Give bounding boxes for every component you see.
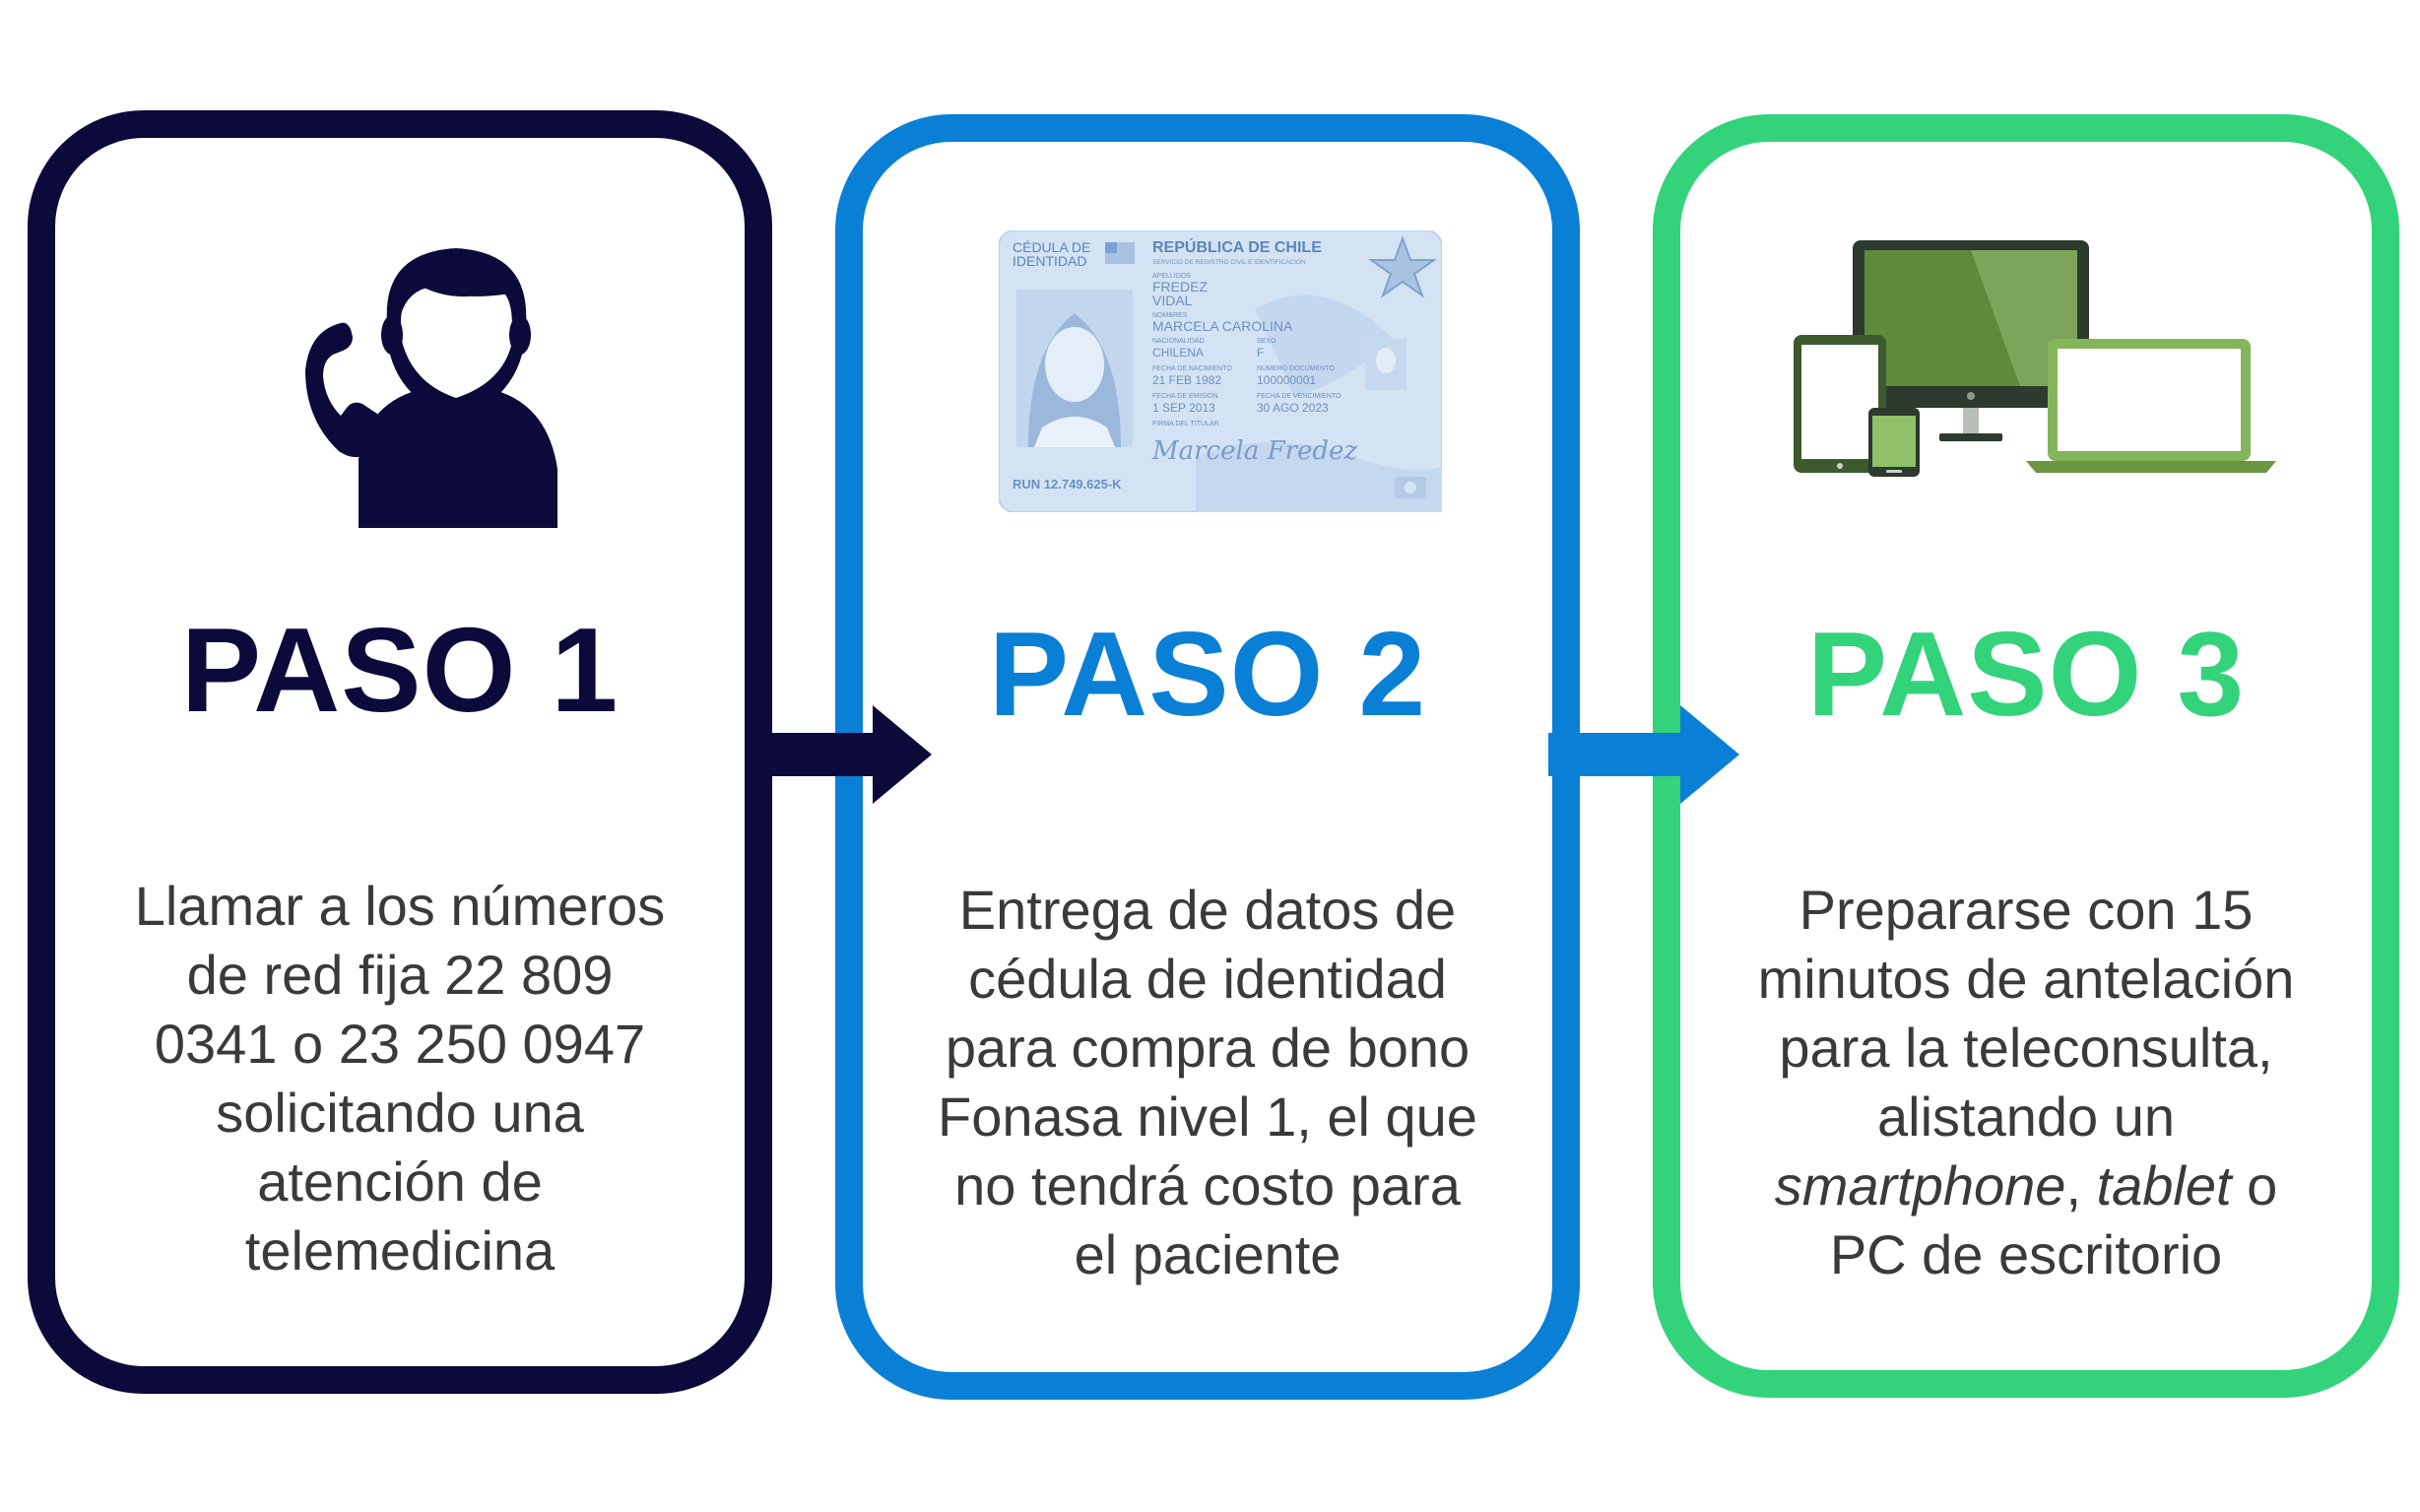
id-label: FECHA DE EMISIÓN xyxy=(1152,391,1218,400)
step-2-line: Entrega de datos de xyxy=(958,879,1457,941)
id-agency: SERVICIO DE REGISTRO CIVIL E IDENTIFICAC… xyxy=(1152,257,1306,266)
id-label: NOMBRES xyxy=(1152,312,1188,319)
step-3-line: smartphone, tablet o xyxy=(1775,1154,2278,1216)
separator-text: , xyxy=(2065,1154,2097,1216)
step-3-title: PASO 3 xyxy=(1806,607,2246,741)
step-3-line: Prepararse con 15 xyxy=(1799,879,2254,941)
arrow-step1-to-step2 xyxy=(745,705,932,804)
step-1-line: Llamar a los números xyxy=(134,875,666,937)
conjunction-text: o xyxy=(2231,1154,2278,1216)
step-3-description: Prepararse con 15 minutos de antelación … xyxy=(1704,876,2348,1289)
id-label: FECHA DE NACIMIENTO xyxy=(1152,365,1232,372)
step-3-line: alistando un xyxy=(1876,1085,2175,1148)
id-value: 21 FEB 1982 xyxy=(1152,373,1221,387)
step-1-line: de red fija 22 809 xyxy=(186,944,614,1006)
id-doc-type-2: IDENTIDAD xyxy=(1013,253,1086,269)
step-2-card: CÉDULA DE IDENTIDAD REPÚBLICA DE CHILE S… xyxy=(835,114,1580,1400)
step-1-line: telemedicina xyxy=(244,1219,556,1282)
id-country: REPÚBLICA DE CHILE xyxy=(1152,237,1322,256)
step-1-line: 0341 o 23 250 0947 xyxy=(154,1013,646,1075)
step-2-line: el paciente xyxy=(1074,1223,1341,1285)
id-value: 30 AGO 2023 xyxy=(1257,401,1329,415)
tablet-text: tablet xyxy=(2096,1154,2232,1216)
id-doc-type: CÉDULA DE xyxy=(1013,239,1090,255)
id-label: SEXO xyxy=(1257,338,1276,345)
step-3-line: minutos de antelación xyxy=(1757,948,2295,1010)
id-value: FREDEZ xyxy=(1152,279,1208,295)
step-1-line: atención de xyxy=(257,1150,543,1213)
step-3-line: para la teleconsulta, xyxy=(1779,1017,2273,1079)
step-2-line: para compra de bono xyxy=(945,1017,1471,1079)
step-3-card: PASO 3 Prepararse con 15 minutos de ante… xyxy=(1653,114,2399,1398)
step-2-line: cédula de identidad xyxy=(968,948,1447,1010)
id-label: APELLIDOS xyxy=(1152,273,1191,280)
step-2-description: Entrega de datos de cédula de identidad … xyxy=(886,876,1529,1289)
devices-icon xyxy=(1794,240,2276,477)
id-label: NÚMERO DOCUMENTO xyxy=(1257,363,1335,372)
step-1-card: PASO 1 Llamar a los números de red fija … xyxy=(28,110,772,1394)
id-run: RUN 12.749.625-K xyxy=(1013,477,1122,492)
step-2-line: no tendrá costo para xyxy=(954,1154,1461,1216)
step-1-title: PASO 1 xyxy=(180,603,620,737)
id-label: FECHA DE VENCIMIENTO xyxy=(1257,393,1341,400)
id-value: CHILENA xyxy=(1152,346,1204,360)
id-value: 1 SEP 2013 xyxy=(1152,401,1215,415)
id-label: NACIONALIDAD xyxy=(1152,338,1205,345)
step-2-title: PASO 2 xyxy=(988,607,1427,741)
arrow-step2-to-step3 xyxy=(1548,705,1739,804)
id-card-icon: CÉDULA DE IDENTIDAD REPÚBLICA DE CHILE S… xyxy=(999,230,1442,512)
step-1-description: Llamar a los números de red fija 22 809 … xyxy=(79,872,721,1285)
phone-call-person-icon xyxy=(305,248,557,528)
id-label: FIRMA DEL TITULAR xyxy=(1152,421,1219,427)
smartphone-text: smartphone xyxy=(1774,1154,2066,1216)
step-1-line: solicitando una xyxy=(216,1082,584,1144)
step-3-line: PC de escritorio xyxy=(1829,1223,2223,1285)
id-value: VIDAL xyxy=(1152,293,1193,308)
id-value: MARCELA CAROLINA xyxy=(1152,318,1293,334)
id-signature: Marcela Fredez xyxy=(1151,436,1357,466)
id-value: 100000001 xyxy=(1257,373,1316,387)
id-value: F xyxy=(1257,346,1264,360)
step-2-line: Fonasa nivel 1, el que xyxy=(938,1085,1477,1148)
